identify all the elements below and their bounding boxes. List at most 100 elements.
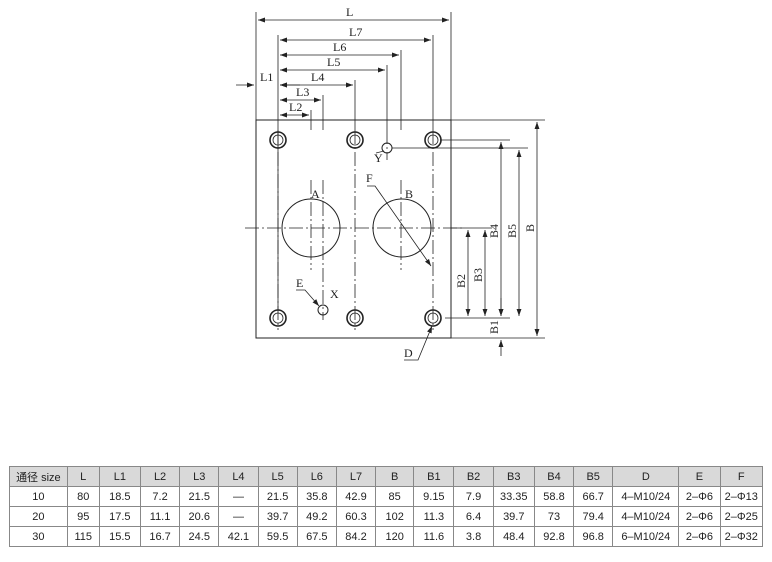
table-cell: 84.2 (335, 526, 377, 547)
table-cell: 20.6 (179, 506, 220, 527)
table-cell: 2–Φ6 (678, 526, 721, 547)
table-cell: 6.4 (453, 506, 494, 527)
table-cell: 85 (375, 486, 415, 507)
table-cell: 2–Φ13 (719, 486, 764, 507)
label-x: X (330, 287, 339, 301)
table-cell: 80 (66, 486, 100, 507)
table-cell: 92.8 (533, 526, 575, 547)
table-cell: 2–Φ32 (719, 526, 764, 547)
port-y (381, 142, 393, 154)
dim-label-B1: B1 (487, 320, 501, 334)
header-F: F (719, 466, 764, 487)
dim-label-B4: B4 (487, 224, 501, 238)
table-cell: 39.7 (257, 506, 298, 527)
table-cell: 115 (66, 526, 100, 547)
dim-label-B5: B5 (505, 224, 519, 238)
table-cell: 21.5 (179, 486, 220, 507)
table-cell: 42.9 (335, 486, 377, 507)
table-cell: 2–Φ25 (719, 506, 764, 527)
dim-label-L3: L3 (296, 85, 309, 99)
table-cell: 58.8 (533, 486, 575, 507)
table-cell: 67.5 (296, 526, 337, 547)
port-b (372, 198, 432, 258)
header-B2: B2 (453, 466, 494, 487)
dim-label-L6: L6 (333, 40, 346, 54)
table-cell: 2–Φ6 (678, 506, 721, 527)
header-D: D (612, 466, 680, 487)
table-cell: 102 (375, 506, 415, 527)
table-cell: 39.7 (492, 506, 535, 527)
table-cell: 21.5 (257, 486, 298, 507)
header-L3: L3 (179, 466, 220, 487)
table-cell: 79.4 (573, 506, 614, 527)
table-cell: 60.3 (335, 506, 377, 527)
dim-label-L7: L7 (349, 25, 362, 39)
dim-label-L5: L5 (327, 55, 340, 69)
dim-label-B2: B2 (454, 274, 468, 288)
header-B5: B5 (573, 466, 614, 487)
table-cell: 35.8 (296, 486, 337, 507)
table-row: 20 95 17.5 11.1 20.6 — 39.7 49.2 60.3 10… (9, 506, 764, 527)
table-cell: 48.4 (492, 526, 535, 547)
header-L: L (66, 466, 100, 487)
table-cell: 2–Φ6 (678, 486, 721, 507)
table-cell: 95 (66, 506, 100, 527)
table-cell: 24.5 (179, 526, 220, 547)
table-cell: 3.8 (453, 526, 494, 547)
table-cell: 15.5 (98, 526, 141, 547)
plate-outline (255, 119, 452, 339)
header-B1: B1 (413, 466, 455, 487)
table-cell: 42.1 (218, 526, 259, 547)
table-row: 30 115 15.5 16.7 24.5 42.1 59.5 67.5 84.… (9, 526, 764, 547)
header-L1: L1 (98, 466, 141, 487)
header-B4: B4 (533, 466, 575, 487)
dimension-table: 通径 size L L1 L2 L3 L4 L5 L6 L7 B B1 B2 B… (9, 466, 764, 547)
table-cell: 7.9 (453, 486, 494, 507)
table-cell: 18.5 (98, 486, 141, 507)
header-B: B (375, 466, 415, 487)
header-size: 通径 size (9, 466, 68, 487)
table-cell: 4–M10/24 (612, 506, 680, 527)
table-cell: — (218, 486, 259, 507)
table-cell: 11.1 (139, 506, 181, 527)
header-B3: B3 (492, 466, 535, 487)
table-cell: 96.8 (573, 526, 614, 547)
header-L7: L7 (335, 466, 377, 487)
table-cell: 4–M10/24 (612, 486, 680, 507)
table-cell: 17.5 (98, 506, 141, 527)
dim-label-L1: L1 (260, 70, 273, 84)
table-cell: 7.2 (139, 486, 181, 507)
table-cell: 30 (9, 526, 68, 547)
port-a (281, 198, 341, 258)
mounting-holes (269, 131, 442, 327)
table-cell: 120 (375, 526, 415, 547)
dim-label-L4: L4 (311, 70, 324, 84)
header-L2: L2 (139, 466, 181, 487)
port-label-b: B (405, 187, 413, 201)
header-L6: L6 (296, 466, 337, 487)
header-L5: L5 (257, 466, 298, 487)
table-header-row: 通径 size L L1 L2 L3 L4 L5 L6 L7 B B1 B2 B… (9, 466, 764, 487)
table-cell: 20 (9, 506, 68, 527)
table-cell: 6–M10/24 (612, 526, 680, 547)
label-f: F (366, 171, 373, 185)
table-cell: — (218, 506, 259, 527)
table-cell: 16.7 (139, 526, 181, 547)
table-cell: 9.15 (413, 486, 455, 507)
table-cell: 11.3 (413, 506, 455, 527)
table-cell: 10 (9, 486, 68, 507)
port-label-a: A (311, 187, 320, 201)
table-cell: 11.6 (413, 526, 455, 547)
dim-label-L2: L2 (289, 100, 302, 114)
label-y: Y (374, 151, 383, 165)
table-cell: 73 (533, 506, 575, 527)
header-E: E (678, 466, 721, 487)
dim-label-L: L (346, 5, 353, 19)
table-cell: 49.2 (296, 506, 337, 527)
port-x (317, 304, 329, 316)
dim-label-B3: B3 (471, 268, 485, 282)
table-cell: 33.35 (492, 486, 535, 507)
table-cell: 66.7 (573, 486, 614, 507)
header-L4: L4 (218, 466, 259, 487)
table-cell: 59.5 (257, 526, 298, 547)
